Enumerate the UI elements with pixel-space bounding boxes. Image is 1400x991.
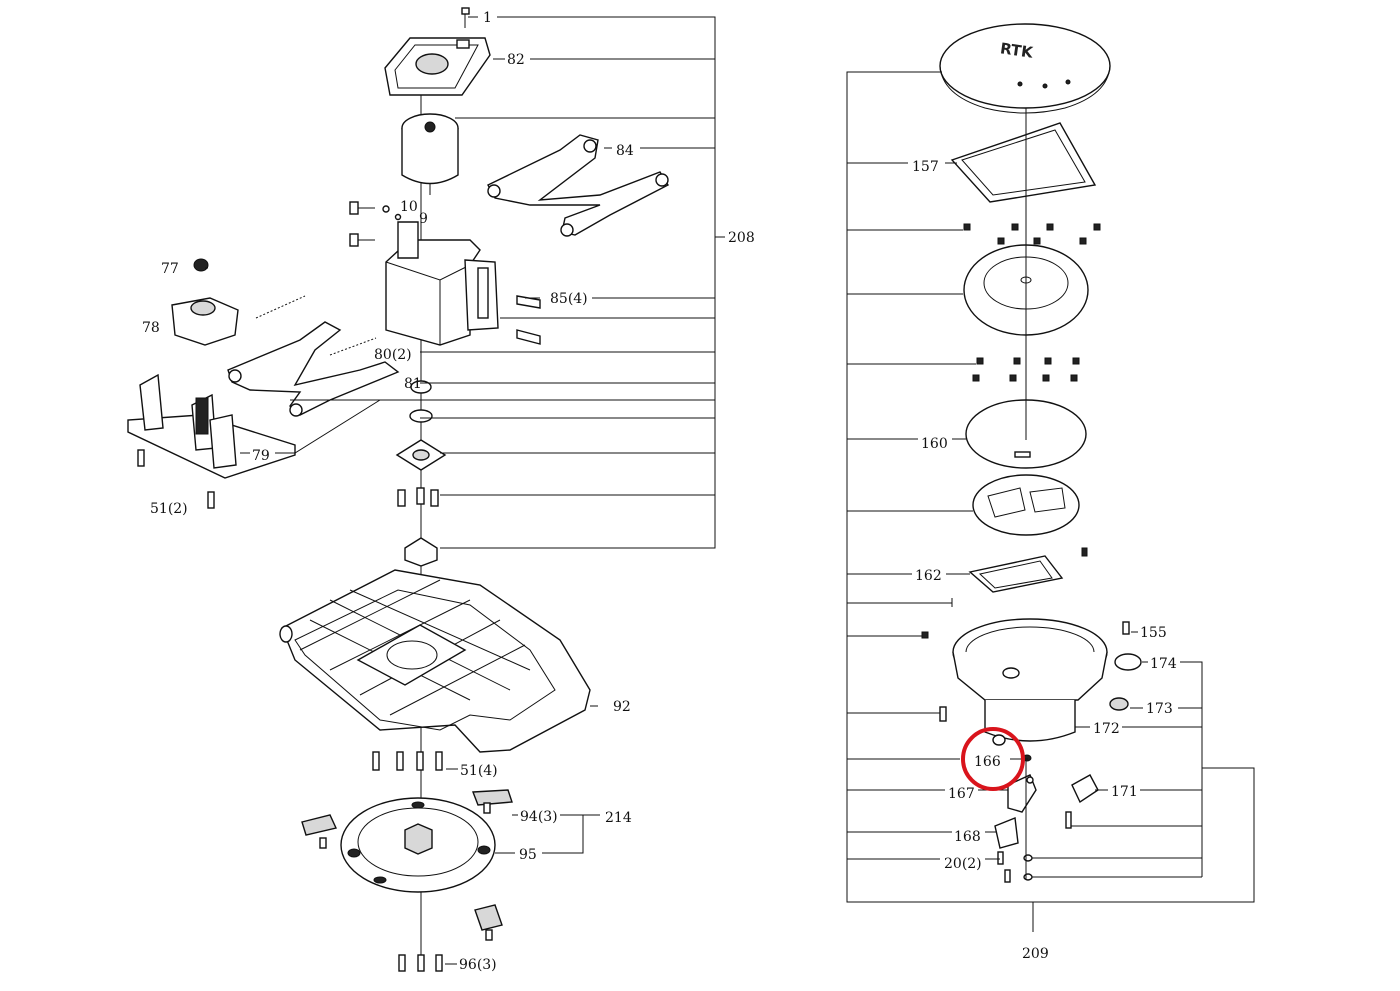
- label-1: 1: [483, 10, 492, 26]
- label-9: 9: [419, 211, 428, 227]
- label-51a: 51(2): [150, 501, 188, 517]
- part-162-pcb: [968, 555, 1064, 593]
- part-171-sensor: [1065, 774, 1099, 829]
- part-94-blades: [301, 789, 513, 941]
- right-assembly: RTK: [846, 23, 1255, 932]
- part-1-screw: [461, 7, 470, 28]
- label-209: 209: [1022, 946, 1049, 962]
- label-20: 20(2): [944, 856, 982, 872]
- part-78-hub: [171, 297, 239, 346]
- label-95: 95: [519, 847, 537, 863]
- part-95-disc: [340, 797, 496, 893]
- part-77-nut: [193, 258, 209, 272]
- highlight-circle: [961, 727, 1025, 791]
- label-155: 155: [1140, 625, 1167, 641]
- label-160: 160: [921, 436, 948, 452]
- part-small-screw: [1081, 547, 1088, 557]
- rtk-dome: RTK: [939, 23, 1111, 114]
- label-166: 166: [974, 754, 1001, 770]
- label-96: 96(3): [459, 957, 497, 973]
- label-174: 174: [1150, 656, 1177, 672]
- left-assembly: [127, 7, 725, 972]
- part-80-arm: [227, 321, 400, 417]
- part-79-base: [127, 373, 296, 479]
- label-51b: 51(4): [460, 763, 498, 779]
- label-171: 171: [1111, 784, 1138, 800]
- part-84-arm: [487, 134, 669, 237]
- rtk-logo-text: RTK: [999, 39, 1035, 62]
- part-axis-washers: [395, 380, 447, 567]
- part-85-bolts: [516, 295, 541, 345]
- callout-labels: 1 82 84 10 9 208 77 78 85(4) 80(2) 81 79…: [142, 10, 1177, 973]
- label-214: 214: [605, 810, 632, 826]
- label-162: 162: [915, 568, 942, 584]
- part-167-sensor: [992, 734, 1037, 813]
- part-51-screws: [137, 449, 215, 509]
- part-82-cover: [384, 37, 491, 96]
- part-51-screws-4: [372, 751, 443, 771]
- label-173: 173: [1146, 701, 1173, 717]
- label-79: 79: [252, 448, 270, 464]
- label-81: 81: [404, 376, 422, 392]
- label-82: 82: [507, 52, 525, 68]
- label-168: 168: [954, 829, 981, 845]
- part-96-screws: [398, 954, 443, 972]
- part-157-gasket: [950, 122, 1097, 203]
- label-77: 77: [161, 261, 179, 277]
- label-10: 10: [400, 199, 418, 215]
- label-78: 78: [142, 320, 160, 336]
- label-85: 85(4): [550, 291, 588, 307]
- left-leader-lines: [205, 16, 725, 965]
- label-157: 157: [912, 159, 939, 175]
- part-10-9-bolts: [349, 201, 402, 247]
- part-80-springs: [255, 295, 377, 356]
- label-94: 94(3): [520, 809, 558, 825]
- right-leader-lines: [846, 71, 1255, 932]
- label-84: 84: [616, 143, 634, 159]
- label-172: 172: [1093, 721, 1120, 737]
- part-housing: [385, 221, 499, 346]
- screw-row-1: [963, 223, 1101, 245]
- part-92-deck: [279, 569, 591, 753]
- part-motor: [401, 113, 459, 195]
- screw-row-2: [972, 357, 1080, 382]
- label-167: 167: [948, 786, 975, 802]
- label-92: 92: [613, 699, 631, 715]
- label-208: 208: [728, 230, 755, 246]
- part-small-bits: [921, 598, 1142, 722]
- label-80: 80(2): [374, 347, 412, 363]
- part-chip-board: [972, 474, 1080, 536]
- part-172-housing: [952, 618, 1108, 742]
